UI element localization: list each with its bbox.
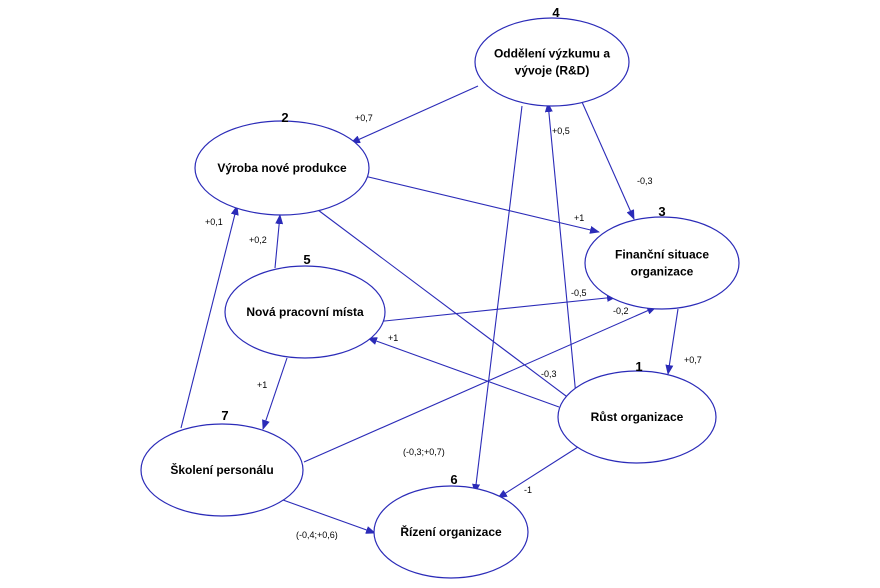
edge-weight-label: (-0,3;+0,7) [403, 447, 445, 457]
edge-weight-label: +0,2 [249, 235, 267, 245]
node-label: Finanční situace [615, 248, 709, 262]
node-ellipse [194, 120, 370, 216]
edge-weight-label: -1 [524, 485, 532, 495]
node-ellipse [584, 216, 740, 310]
edge-weight-label: +1 [574, 213, 584, 223]
edge-weight-label: -0,5 [571, 288, 587, 298]
node-label: Školení personálu [170, 462, 273, 477]
edge-weight-label: (-0,4;+0,6) [296, 530, 338, 540]
edge-weight-label: -0,3 [541, 369, 557, 379]
edge-arrow [262, 357, 288, 430]
edge-weight-label: -0,3 [637, 176, 653, 186]
node-number: 2 [281, 110, 288, 125]
edge-4-2: +0,7 [350, 85, 479, 144]
node-number: 4 [552, 5, 560, 20]
edge-2-1: -0,3 [317, 209, 579, 406]
node-number: 1 [635, 359, 642, 374]
node-number: 3 [658, 204, 665, 219]
node-label: Nová pracovní místa [246, 305, 364, 319]
edge-4-6: (-0,3;+0,7) [403, 105, 523, 494]
edge-arrow [472, 105, 523, 494]
edge-arrow [497, 446, 579, 499]
edge-weight-label: +1 [388, 333, 398, 343]
node-label: Růst organizace [591, 410, 684, 424]
edge-arrow [180, 205, 239, 429]
node-number: 6 [450, 472, 457, 487]
edge-arrow [665, 308, 679, 375]
edge-7-3: -0,2 [303, 306, 657, 463]
edge-1-5: +1 [367, 333, 560, 408]
node-ellipse [474, 17, 630, 107]
node-ellipse [224, 265, 386, 359]
edge-arrow [367, 337, 560, 408]
node-label: Oddělení výzkumu a [494, 47, 610, 61]
edge-arrow [359, 174, 600, 234]
edge-5-3: -0,5 [374, 288, 617, 323]
edge-arrow [350, 85, 479, 144]
edge-arrow [274, 214, 284, 269]
node-number: 7 [221, 408, 228, 423]
edge-weight-label: +0,1 [205, 217, 223, 227]
edge-1-6: -1 [497, 446, 579, 499]
edge-7-6: (-0,4;+0,6) [282, 499, 376, 540]
edge-3-1: +0,7 [665, 308, 702, 375]
edge-5-7: +1 [257, 357, 288, 430]
edge-1-4: +0,5 [544, 102, 577, 397]
node-label: organizace [631, 265, 694, 279]
node-label: Řízení organizace [400, 524, 502, 539]
edge-weight-label: +0,7 [355, 113, 373, 123]
node-ellipse [140, 423, 304, 517]
node-ellipse [557, 370, 717, 464]
edge-2-3: +1 [359, 174, 600, 234]
edge-weight-label: +0,7 [684, 355, 702, 365]
edge-arrow [303, 306, 657, 463]
node-number: 5 [303, 252, 310, 267]
edge-weight-label: -0,2 [613, 306, 629, 316]
edge-arrow [581, 101, 635, 220]
edge-5-2: +0,2 [249, 214, 284, 269]
edge-weight-label: +0,5 [552, 126, 570, 136]
edge-arrow [544, 102, 577, 397]
edge-7-2: +0,1 [180, 205, 239, 429]
edge-weight-label: +1 [257, 380, 267, 390]
node-ellipse [373, 485, 529, 579]
node-label: Výroba nové produkce [217, 161, 347, 175]
edge-arrow [317, 209, 579, 406]
node-label: vývoje (R&D) [515, 64, 590, 78]
edge-arrow [374, 293, 617, 323]
edge-arrow [282, 499, 376, 534]
edge-4-3: -0,3 [581, 101, 653, 220]
